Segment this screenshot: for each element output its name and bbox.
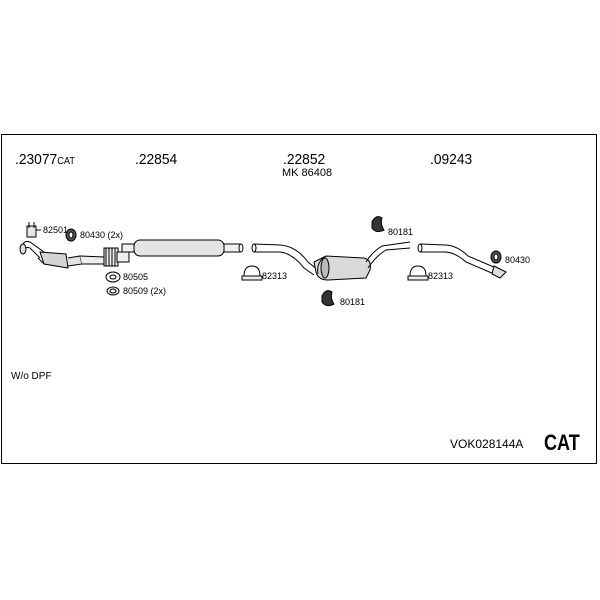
part-number-09243: .09243	[430, 151, 473, 168]
gasket-80509-drawing	[106, 286, 120, 296]
hanger-80430-2x-drawing	[65, 228, 77, 242]
part-number-22854: .22854	[135, 151, 178, 168]
rear-silencer-drawing	[251, 241, 411, 281]
note-without-dpf: W/o DPF	[11, 371, 52, 382]
clamp-82501-drawing	[26, 222, 41, 238]
part-number-text: .23077	[15, 151, 58, 168]
centre-silencer-drawing	[121, 239, 244, 257]
kit-code: VOK028144A	[450, 437, 524, 451]
label-80430: 80430	[505, 255, 531, 265]
diagram-frame	[1, 134, 597, 464]
label-80509-2x: 80509 (2x)	[123, 286, 167, 296]
label-80181-bottom: 80181	[340, 297, 366, 307]
label-82313-left: 82313	[262, 271, 288, 281]
flex-joint-drawing	[103, 247, 130, 267]
part-number-suffix: CAT	[57, 156, 75, 167]
hanger-80430-drawing	[490, 250, 502, 264]
part-number-22852: .22852	[283, 151, 326, 168]
label-82313-right: 82313	[428, 271, 454, 281]
label-80181-top: 80181	[388, 227, 414, 237]
catalytic-converter-drawing	[19, 241, 105, 269]
label-80430-2x: 80430 (2x)	[80, 230, 124, 240]
gasket-80505-drawing	[105, 271, 121, 283]
part-subnumber-mk: MK 86408	[282, 167, 333, 179]
tailpipe-drawing	[417, 243, 507, 279]
kit-type-label: CAT	[544, 430, 580, 455]
part-number-23077: .23077CAT	[15, 152, 75, 167]
hanger-80181-top-drawing	[371, 216, 385, 233]
clamp-82313-left-drawing	[241, 265, 263, 281]
hanger-80181-bottom-drawing	[321, 290, 335, 307]
clamp-82313-right-drawing	[407, 265, 429, 281]
label-80505: 80505	[123, 272, 149, 282]
label-82501: 82501	[43, 225, 69, 235]
